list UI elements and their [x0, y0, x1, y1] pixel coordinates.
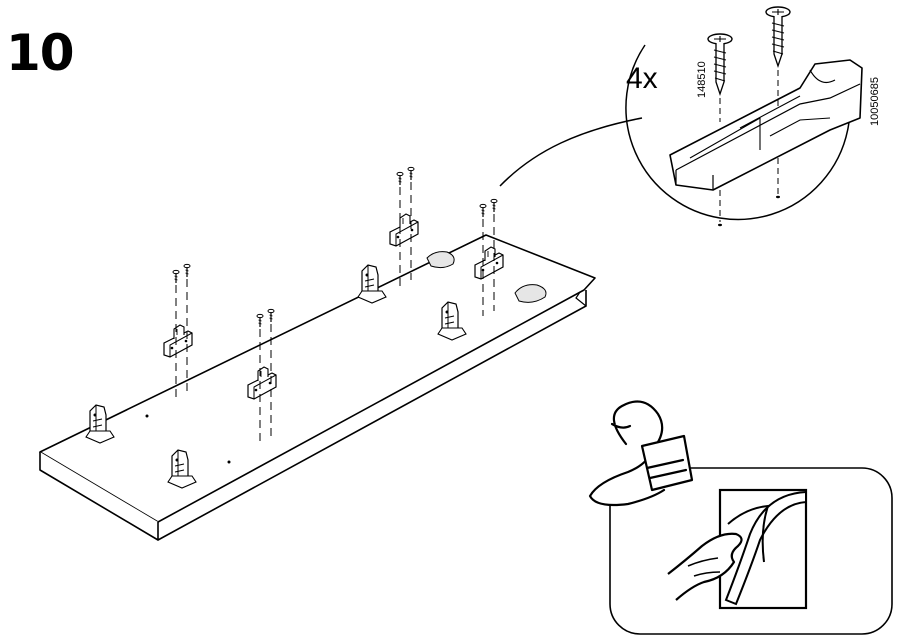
person-reading-manual-icon [588, 400, 694, 507]
shelf-board [39, 234, 596, 541]
step-number: 10 [6, 24, 75, 82]
quantity-label: 4x [626, 62, 658, 95]
screw-icon [707, 33, 733, 122]
detail-callout [499, 44, 851, 221]
screws-on-board [172, 166, 498, 443]
bracket [357, 264, 387, 304]
bracket [389, 213, 419, 247]
page-turning-hand-icon [667, 488, 808, 610]
note-box [609, 467, 893, 635]
bracket [163, 324, 193, 358]
screw-icon [765, 6, 791, 110]
bracket-detail [669, 59, 863, 227]
